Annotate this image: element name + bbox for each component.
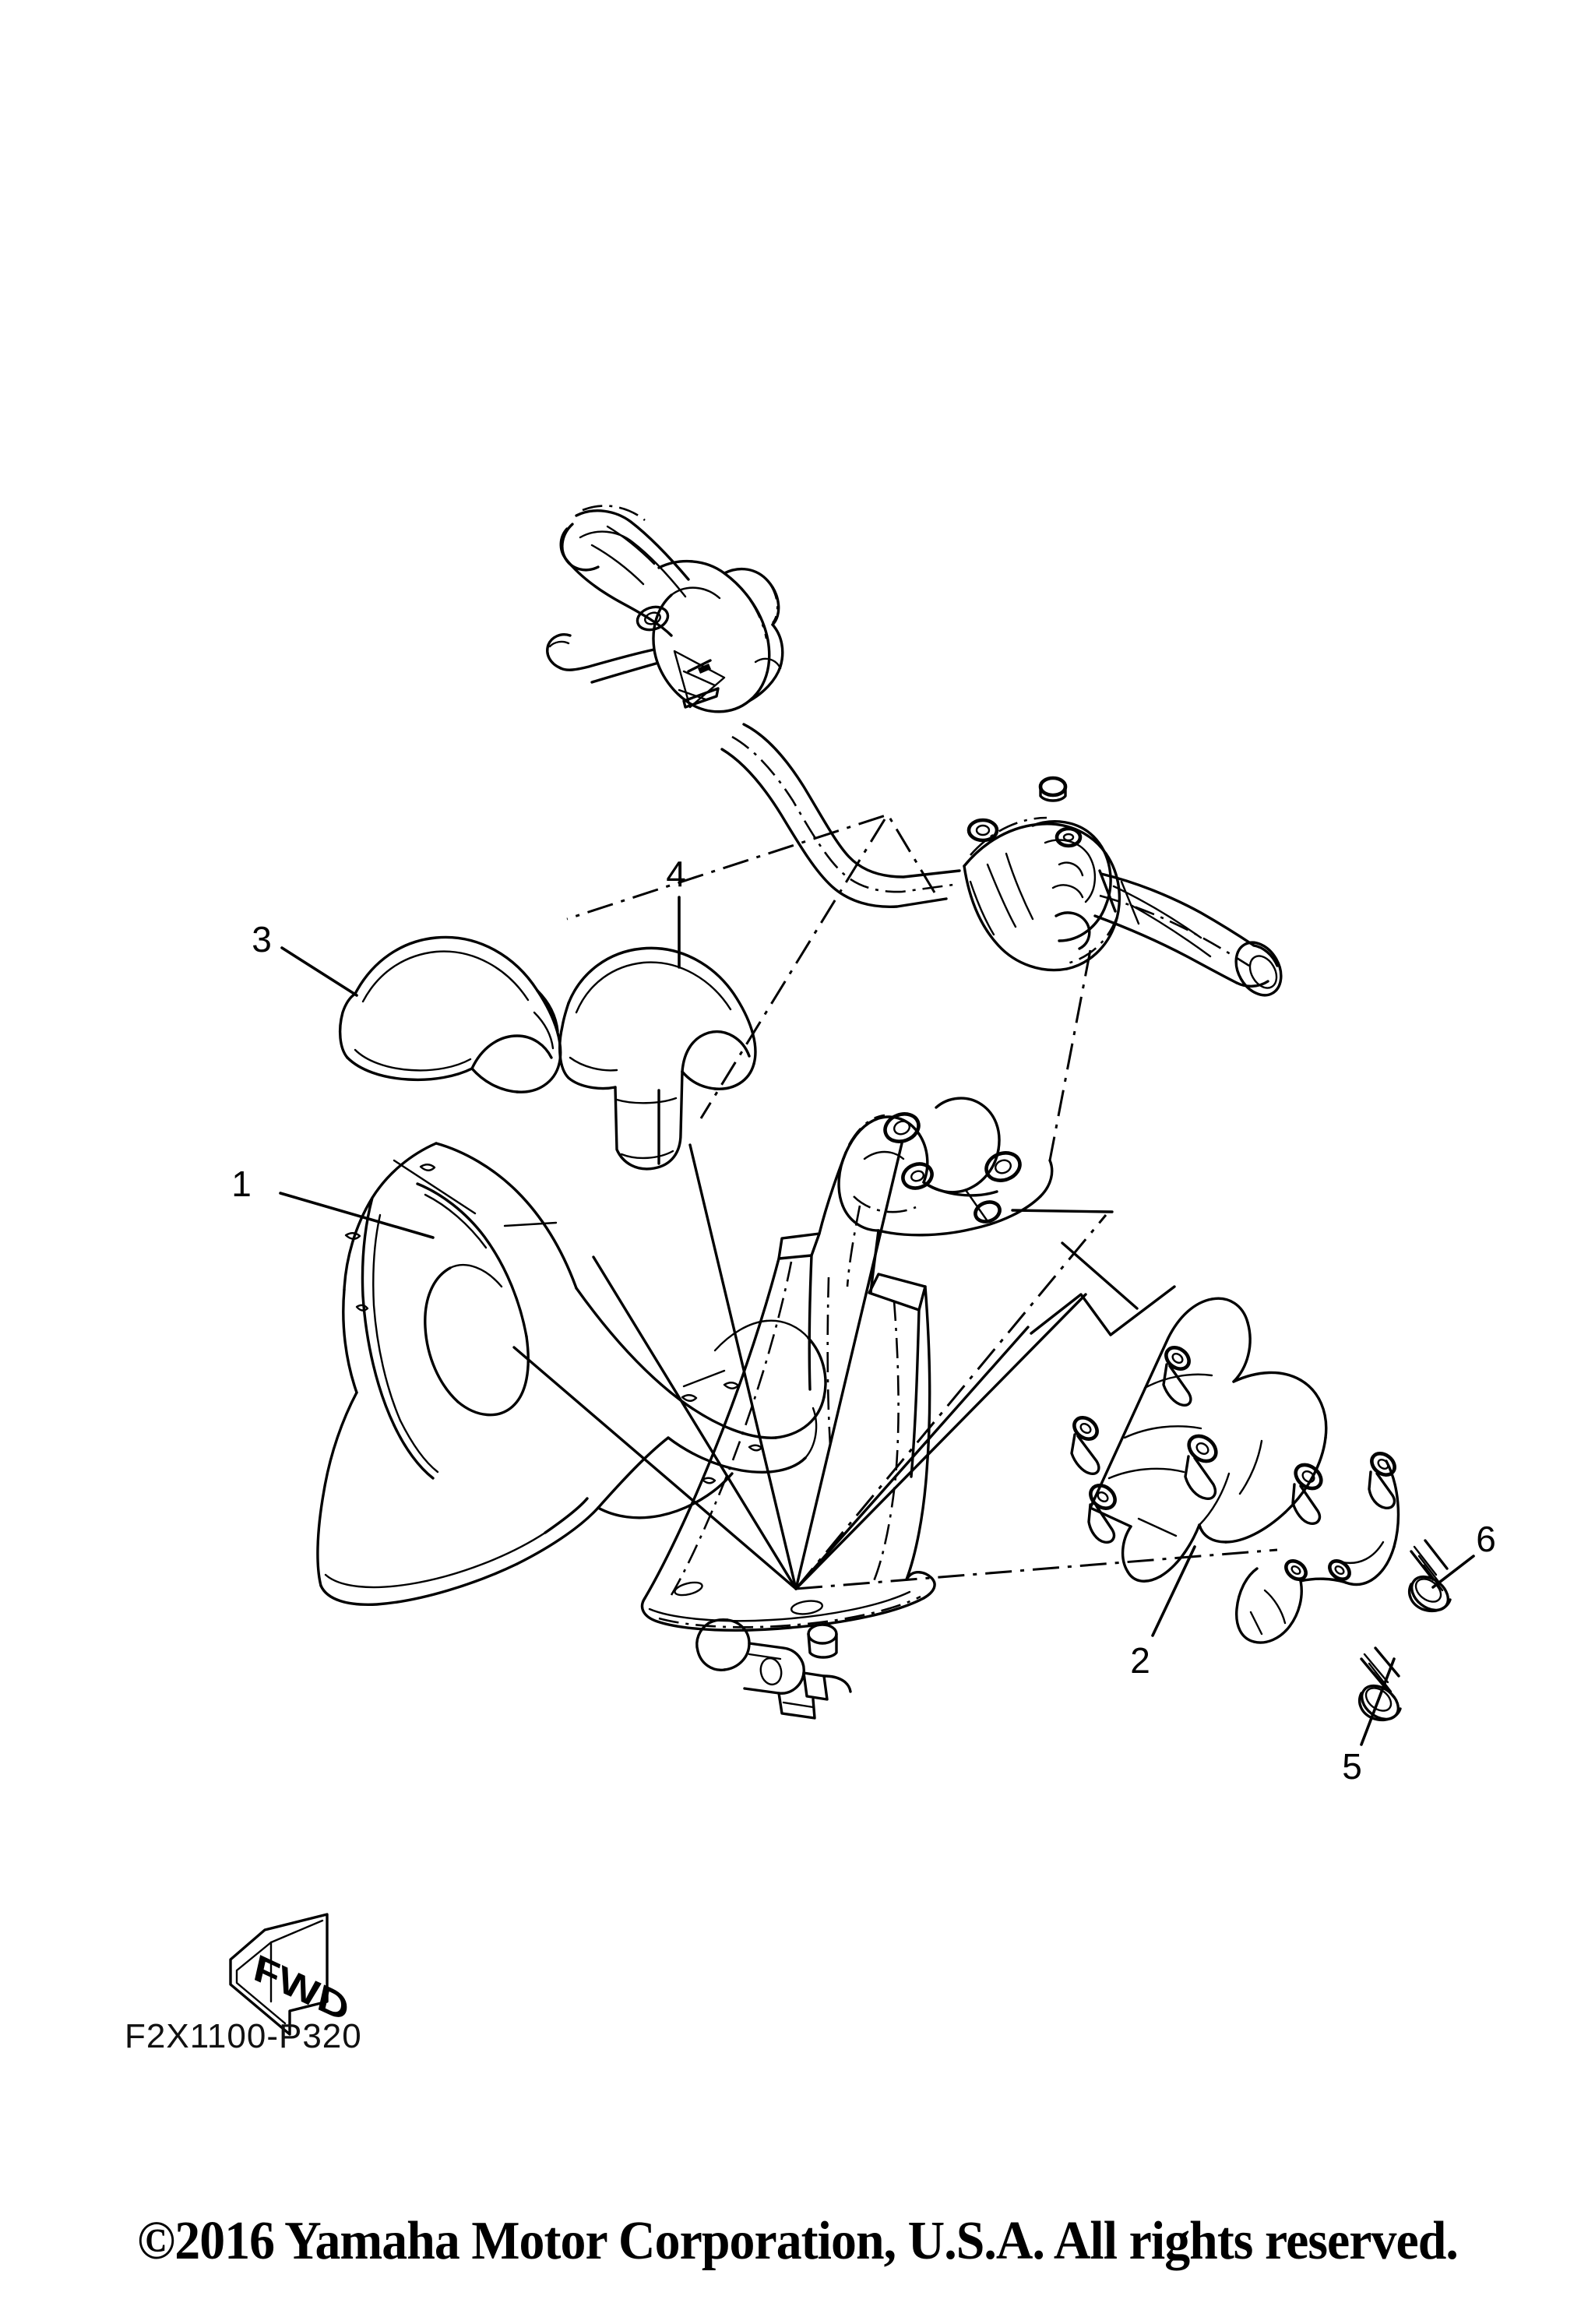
callout-6[interactable]: 6 xyxy=(1431,1519,1496,1589)
lever-pivot-bolt xyxy=(636,605,670,632)
callout-6-label: 6 xyxy=(1476,1519,1496,1559)
callout-4[interactable]: 4 xyxy=(666,854,686,969)
part-2-steering-column-cover xyxy=(1070,1297,1400,1644)
handlebar-tube xyxy=(720,723,961,908)
fwd-arrow-icon: FWD xyxy=(229,1913,347,2036)
cover-boss-3 xyxy=(1184,1434,1218,1500)
part-3-handlebar-pad-left xyxy=(338,935,562,1093)
handlebar-assembly xyxy=(546,505,1283,997)
bracket-boss-mid xyxy=(901,1162,934,1190)
part-1-handlebar-front-cover xyxy=(316,1142,827,1606)
cover-boss-1 xyxy=(1162,1346,1192,1407)
callout-1-label: 1 xyxy=(231,1164,252,1204)
cover-boss-2 xyxy=(1070,1416,1100,1475)
callout-5[interactable]: 5 xyxy=(1342,1657,1396,1787)
copyright-notice: ©2016 Yamaha Motor Corporation, U.S.A. A… xyxy=(137,2211,1459,2271)
assembly-phantom-lines xyxy=(512,813,1278,1590)
lock-knob xyxy=(807,1623,838,1659)
bracket-boss-left xyxy=(883,1112,921,1143)
cover-boss-5 xyxy=(1291,1463,1323,1525)
cover-boss-4 xyxy=(1087,1484,1117,1544)
callout-1[interactable]: 1 xyxy=(231,1164,435,1239)
callout-2-label: 2 xyxy=(1130,1640,1150,1681)
steering-lock-assembly xyxy=(695,1618,852,1720)
housing-screw-b xyxy=(967,818,999,843)
callout-5-label: 5 xyxy=(1342,1746,1362,1787)
part-code-label: F2X1100-P320 xyxy=(125,2017,362,2055)
callout-3-label: 3 xyxy=(252,919,272,960)
callout-layer: 1 2 3 4 5 6 xyxy=(231,854,1496,1787)
part-4-handlebar-pad-right xyxy=(558,946,757,1171)
part-5-screw-lower xyxy=(1357,1646,1402,1722)
right-grip-assembly xyxy=(963,776,1283,997)
bracket-boss-right xyxy=(984,1151,1022,1182)
part-6-screw-upper xyxy=(1407,1539,1452,1613)
callout-2[interactable]: 2 xyxy=(1130,1545,1196,1681)
cover-boss-6 xyxy=(1368,1452,1396,1509)
cover-boss-7 xyxy=(1284,1559,1308,1581)
callout-3[interactable]: 3 xyxy=(252,919,358,997)
bracket-boss-low xyxy=(974,1200,1002,1224)
left-grip-assembly xyxy=(546,505,784,713)
upper-bracket xyxy=(837,1097,1054,1237)
callout-4-label: 4 xyxy=(666,854,686,894)
housing-screw-a xyxy=(1038,776,1068,802)
cover-boss-8 xyxy=(1328,1559,1351,1581)
steering-mast-assembly xyxy=(640,1097,1054,1720)
